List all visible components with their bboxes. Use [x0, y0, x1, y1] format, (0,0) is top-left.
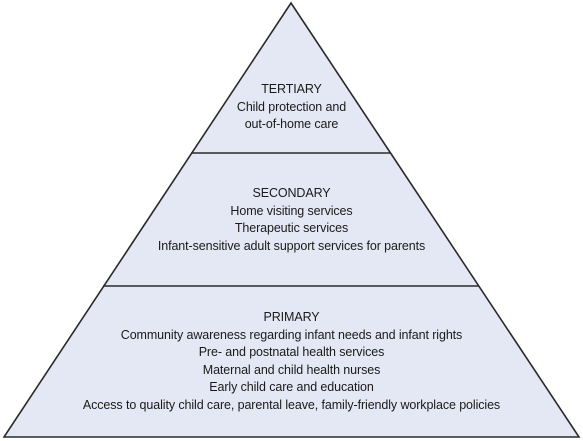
tier-primary: PRIMARY Community awareness regarding in… [0, 309, 583, 414]
tier-primary-line: Pre- and postnatal health services [198, 345, 385, 359]
tier-secondary-line: Infant-sensitive adult support services … [157, 238, 426, 253]
tier-primary-line: Community awareness regarding infant nee… [120, 327, 463, 342]
tier-secondary-title: SECONDARY [252, 186, 331, 200]
tier-tertiary: TERTIARY Child protection and out-of-hom… [0, 81, 583, 134]
tier-primary-line: Access to quality child care, parental l… [82, 397, 501, 412]
tier-tertiary-title: TERTIARY [261, 82, 322, 96]
tier-secondary-line: Home visiting services [230, 203, 353, 218]
tier-secondary-line: Therapeutic services [234, 221, 349, 235]
tier-tertiary-line: Child protection and [236, 99, 347, 114]
tier-primary-line: Early child care and education [209, 380, 374, 394]
tier-tertiary-line: out-of-home care [244, 117, 339, 131]
tier-primary-title: PRIMARY [263, 310, 320, 324]
tier-primary-line: Maternal and child health nurses [202, 362, 381, 377]
tier-secondary: SECONDARY Home visiting services Therape… [0, 185, 583, 255]
